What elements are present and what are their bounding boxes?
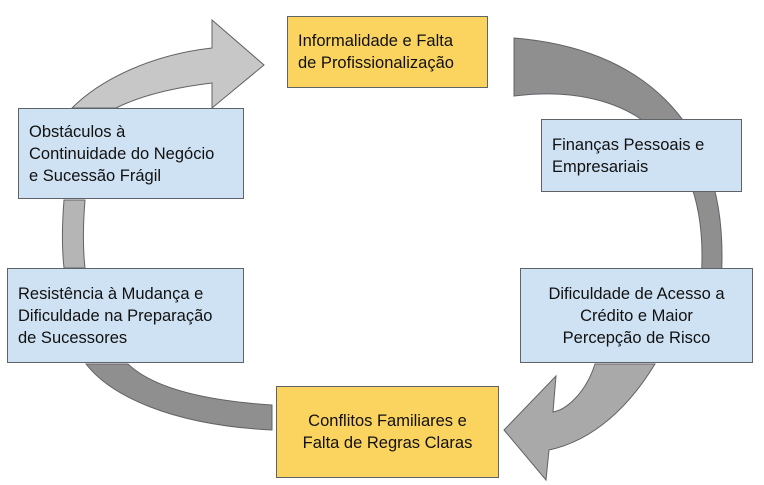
box-resistencia: Resistência à Mudança e Dificuldade na P…: [7, 268, 244, 363]
box-resistencia-text: Resistência à Mudança e Dificuldade na P…: [18, 284, 213, 347]
arc-arrow-top-left: [70, 18, 265, 110]
arc-arrow-bottom-left: [84, 363, 273, 431]
box-conflitos: Conflitos Familiares e Falta de Regras C…: [276, 386, 499, 478]
box-obstaculos-text: Obstáculos à Continuidade do Negócio e S…: [29, 122, 215, 185]
box-dificuldade-credito: Dificuldade de Acesso a Crédito e Maior …: [520, 268, 753, 363]
box-financas-text: Finanças Pessoais e Empresariais: [552, 135, 705, 176]
box-conflitos-text: Conflitos Familiares e Falta de Regras C…: [302, 412, 473, 452]
box-dificuldade-credito-text: Dificuldade de Acesso a Crédito e Maior …: [548, 284, 725, 347]
box-obstaculos: Obstáculos à Continuidade do Negócio e S…: [18, 108, 244, 199]
box-informalidade-text: Informalidade e Falta de Profissionaliza…: [298, 32, 454, 72]
box-informalidade: Informalidade e Falta de Profissionaliza…: [287, 16, 488, 88]
arc-arrow-bottom-right: [503, 363, 656, 482]
arc-arrow-left: [62, 199, 86, 269]
box-financas: Finanças Pessoais e Empresariais: [541, 119, 742, 192]
